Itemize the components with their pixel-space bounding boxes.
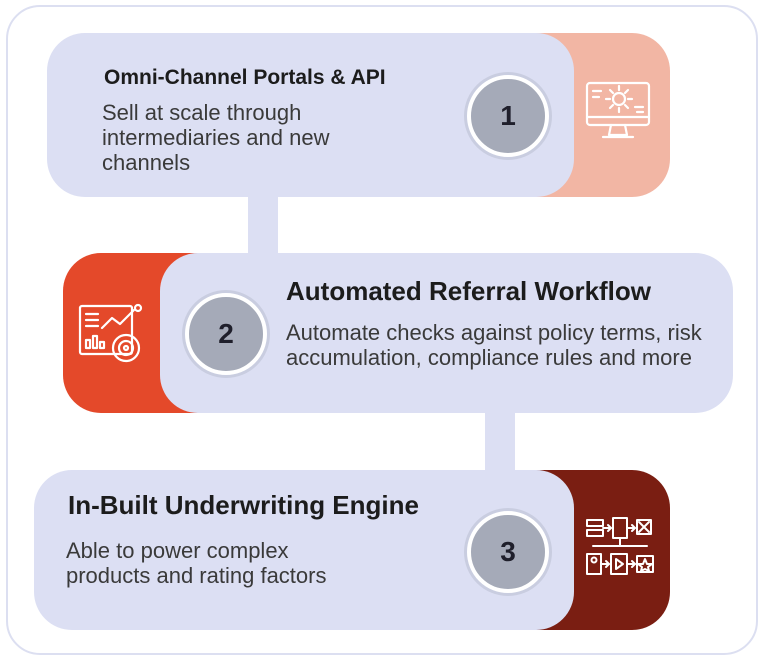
connector-2-3 [485, 410, 515, 480]
workflow-flowchart-icon [583, 514, 657, 589]
step-2-number: 2 [185, 293, 267, 375]
step-3-title: In-Built Underwriting Engine [68, 490, 419, 520]
step-3-number: 3 [467, 511, 549, 593]
step-2-description: Automate checks against policy terms, ri… [286, 320, 702, 370]
step-1-title: Omni-Channel Portals & API [104, 66, 386, 89]
step-3-description: Able to power complex products and ratin… [66, 538, 327, 588]
step-2-title: Automated Referral Workflow [286, 276, 652, 306]
step-1-number: 1 [467, 75, 549, 157]
connector-1-2 [248, 190, 278, 260]
step-1-description: Sell at scale through intermediaries and… [102, 100, 330, 175]
analytics-dashboard-icon [76, 300, 152, 375]
monitor-gear-icon [583, 77, 655, 152]
